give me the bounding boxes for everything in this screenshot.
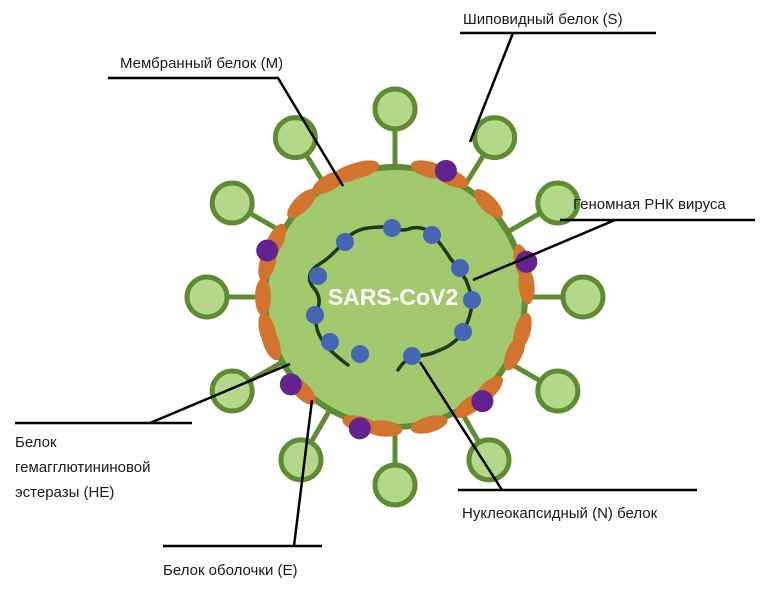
membrane-protein	[503, 335, 526, 371]
spike-stalk	[308, 404, 335, 444]
nucleocapsid-protein	[463, 291, 481, 309]
spike-head	[209, 368, 255, 414]
spike-head	[372, 462, 418, 508]
label-genomic-rna: Геномная РНК вируса	[573, 196, 726, 213]
leader-line-nucleocapsid	[418, 361, 504, 491]
leader-line-rna	[472, 218, 616, 282]
nucleocapsid-protein	[309, 267, 327, 285]
nucleocapsid-protein	[383, 219, 401, 237]
label-nucleocapsid-protein: Нуклеокапсидный (N) белок	[462, 505, 658, 522]
spike-head	[535, 368, 581, 414]
he-protein	[279, 373, 302, 396]
he-protein	[256, 239, 279, 262]
label-spike-protein: Шиповидный белок (S)	[463, 11, 623, 28]
leader-line-he	[149, 362, 291, 425]
spike-head	[372, 86, 418, 132]
membrane-protein	[410, 415, 448, 434]
nucleocapsid-protein	[351, 345, 369, 363]
spike-proteins	[184, 86, 606, 508]
label-he-protein-line3: эстеразы (HE)	[15, 484, 114, 501]
spike-head	[209, 180, 255, 226]
nucleocapsid-protein	[423, 226, 441, 244]
label-envelope-protein: Белок оболочки (E)	[163, 562, 297, 579]
nucleocapsid-protein	[336, 233, 354, 251]
spike-head	[184, 274, 230, 320]
nucleocapsid-protein	[306, 306, 324, 324]
membrane-protein	[287, 189, 317, 219]
membrane-protein	[364, 420, 403, 437]
spike-head	[535, 180, 581, 226]
virus-name-label: SARS-CoV2	[328, 284, 458, 310]
membrane-protein	[473, 189, 503, 219]
nucleocapsid-protein	[454, 323, 472, 341]
membrane-protein	[518, 266, 535, 305]
leader-line-spike	[468, 32, 515, 143]
label-membrane-protein: Мембранный белок (M)	[120, 55, 283, 72]
he-protein	[434, 159, 457, 182]
membrane-protein	[255, 278, 271, 316]
spike-head	[560, 274, 606, 320]
he-protein	[471, 390, 494, 413]
spike-head	[472, 115, 518, 161]
nucleocapsid-protein	[403, 347, 421, 365]
spike-head	[278, 437, 324, 483]
membrane-protein	[261, 324, 281, 361]
label-he-protein-line2: гемагглютининовой	[15, 459, 150, 476]
he-protein	[348, 417, 371, 440]
nucleocapsid-protein	[321, 333, 339, 351]
membrane-protein	[331, 163, 368, 183]
spike-head	[272, 115, 318, 161]
nucleocapsid-protein	[451, 259, 469, 277]
label-he-protein-line1: Белок	[15, 434, 57, 451]
leader-line-membrane	[108, 76, 345, 187]
nucleocapsid-proteins	[306, 219, 481, 365]
spike-head	[466, 437, 512, 483]
leader-lines	[15, 31, 755, 548]
leader-line-envelope	[292, 399, 314, 547]
